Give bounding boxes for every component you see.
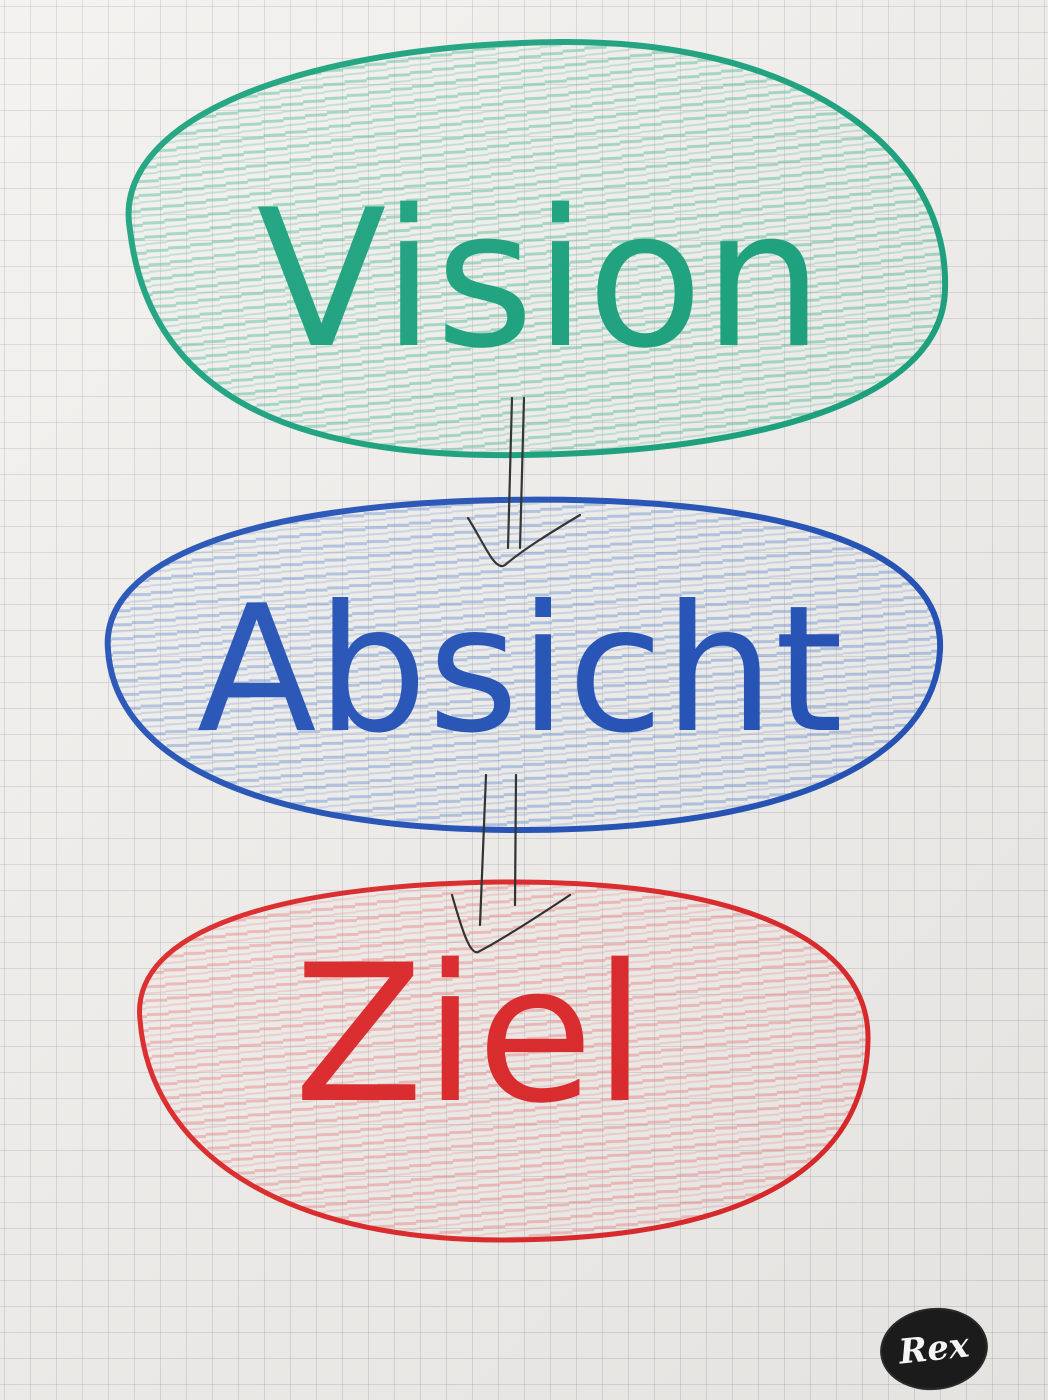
node-absicht-label: Absicht [197, 569, 843, 772]
arrow-vision-to-absicht [466, 396, 582, 568]
node-ziel: Ziel [137, 879, 871, 1243]
arrowhead [450, 893, 572, 954]
node-absicht: Absicht [104, 496, 944, 833]
arrowhead [466, 513, 582, 568]
node-vision-label: Vision [256, 169, 823, 390]
rex-logo-text: Rex [897, 1325, 971, 1373]
node-ziel-ellipse [137, 879, 871, 1243]
node-absicht-ellipse [104, 496, 944, 833]
node-ziel-label: Ziel [294, 924, 647, 1145]
node-vision: Vision [125, 38, 949, 459]
arrow-absicht-to-ziel [450, 773, 572, 954]
node-vision-ellipse [125, 38, 949, 459]
